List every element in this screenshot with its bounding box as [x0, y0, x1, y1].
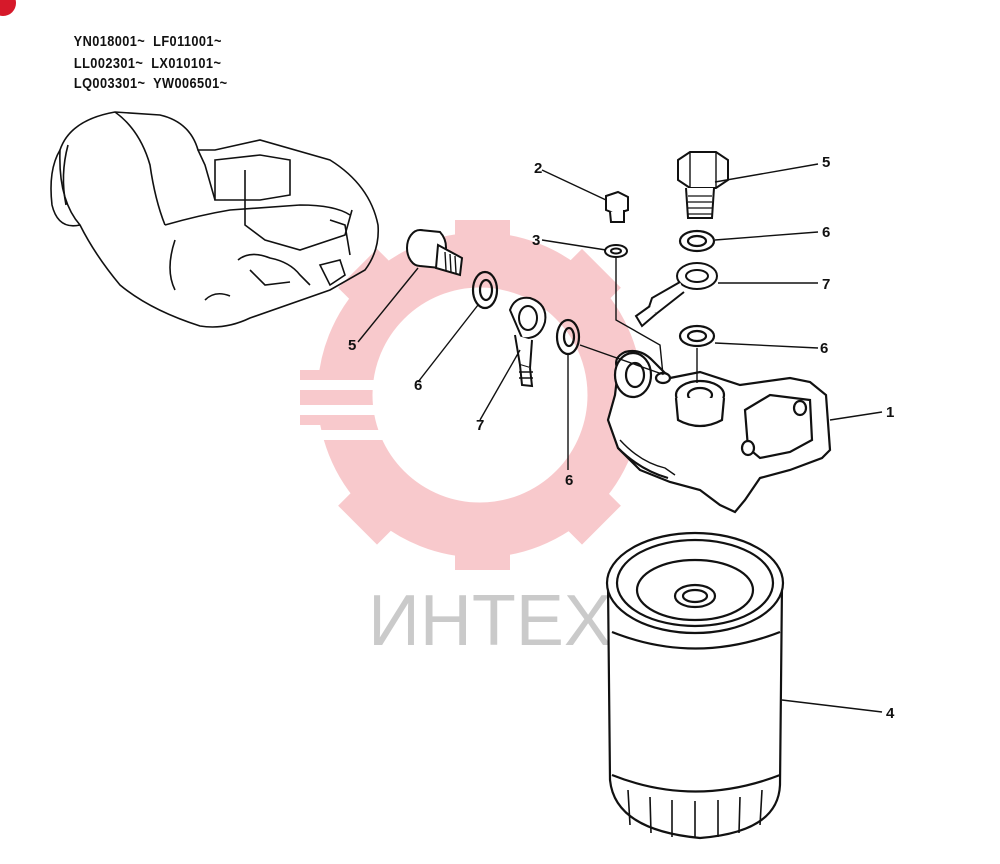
serial-row-2: LL002301~ LX010101~ [58, 38, 221, 89]
machine-overview-sketch [50, 111, 380, 328]
watermark-text: ИНТЕХ [368, 581, 612, 661]
callout-7: 7 [476, 417, 484, 434]
banjo-fitting-right [634, 262, 718, 328]
callout-5: 5 [822, 154, 830, 171]
serial-number: LX010101~ [151, 55, 222, 72]
callout-7: 7 [822, 276, 830, 293]
banjo-fitting-left [508, 296, 547, 388]
callout-6: 6 [414, 377, 422, 394]
callout-5: 5 [348, 337, 356, 354]
plug-bolt [605, 190, 629, 223]
corner-badge [0, 0, 16, 16]
callout-labels: 2 3 5 6 7 6 1 4 5 6 7 6 [348, 154, 895, 722]
banjo-bolt-right [677, 151, 729, 219]
callout-4: 4 [886, 705, 895, 722]
leader-lines [357, 163, 883, 713]
serial-number: LF011001~ [153, 33, 222, 50]
washer-right-1 [678, 229, 716, 253]
serial-row-1: YN018001~ LF011001~ [58, 16, 222, 67]
washer-right-2 [678, 324, 716, 348]
callout-1: 1 [886, 404, 894, 421]
serial-number: LL002301~ [73, 55, 144, 72]
serial-number: YW006501~ [153, 75, 228, 92]
small-washer [604, 244, 628, 258]
callout-6: 6 [565, 472, 573, 489]
callout-2: 2 [534, 160, 542, 177]
filter-head-bracket [606, 349, 832, 514]
callout-6: 6 [820, 340, 828, 357]
callout-6: 6 [822, 224, 830, 241]
washer-left-1 [471, 270, 499, 310]
serial-row-3: LQ003301~ YW006501~ [58, 58, 227, 109]
serial-number: YN018001~ [73, 33, 146, 50]
serial-number: LQ003301~ [73, 75, 146, 92]
callout-3: 3 [532, 232, 540, 249]
banjo-bolt-left [406, 229, 464, 277]
oil-filter-cartridge [605, 531, 785, 840]
